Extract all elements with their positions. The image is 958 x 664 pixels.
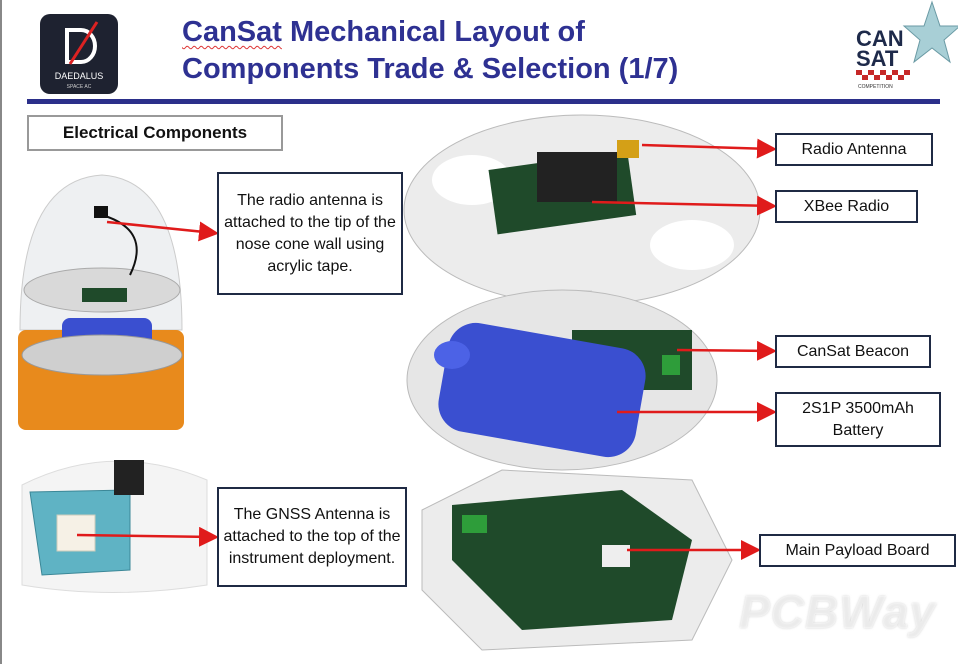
arrow-radio-note — [106, 220, 219, 242]
arrow-gnss-note — [76, 526, 219, 547]
pcbway-watermark: PCBWay — [739, 586, 936, 638]
logo-text: DAEDALUS — [55, 71, 104, 81]
title-cansat: CanSat — [182, 16, 282, 48]
gnss-antenna-note: The GNSS Antenna is attached to the top … — [217, 487, 407, 587]
logo-sat: SAT — [856, 46, 899, 71]
arrow-radio-antenna — [641, 138, 777, 159]
daedalus-logo: DAEDALUS SPACE AC — [40, 14, 118, 94]
section-label: Electrical Components — [27, 115, 283, 151]
main-board-image — [421, 469, 733, 651]
top-plate-image — [403, 114, 761, 306]
nose-cone-image — [18, 174, 184, 430]
radio-antenna-note: The radio antenna is attached to the tip… — [217, 172, 403, 295]
cansat-competition-logo: CAN SAT COMPETITION — [856, 0, 958, 90]
battery-plate-image — [406, 289, 718, 471]
label-radio-antenna: Radio Antenna — [775, 133, 933, 166]
logo-can: CAN — [856, 26, 904, 51]
arrow-xbee — [591, 195, 777, 216]
page-title: CanSat Mechanical Layout of Components T… — [182, 14, 678, 88]
arrow-beacon — [676, 340, 777, 361]
logo-competition: COMPETITION — [858, 84, 893, 90]
gnss-antenna-image — [21, 460, 208, 593]
title-divider — [27, 99, 940, 104]
title-line2: Components Trade & Selection (1/7) — [182, 53, 679, 85]
logo-subtext: SPACE AC — [67, 84, 92, 90]
label-battery: 2S1P 3500mAh Battery — [775, 392, 941, 447]
title-line1: Mechanical Layout of — [281, 16, 585, 48]
label-cansat-beacon: CanSat Beacon — [775, 335, 931, 368]
label-xbee-radio: XBee Radio — [775, 190, 918, 223]
label-main-payload-board: Main Payload Board — [759, 534, 956, 567]
